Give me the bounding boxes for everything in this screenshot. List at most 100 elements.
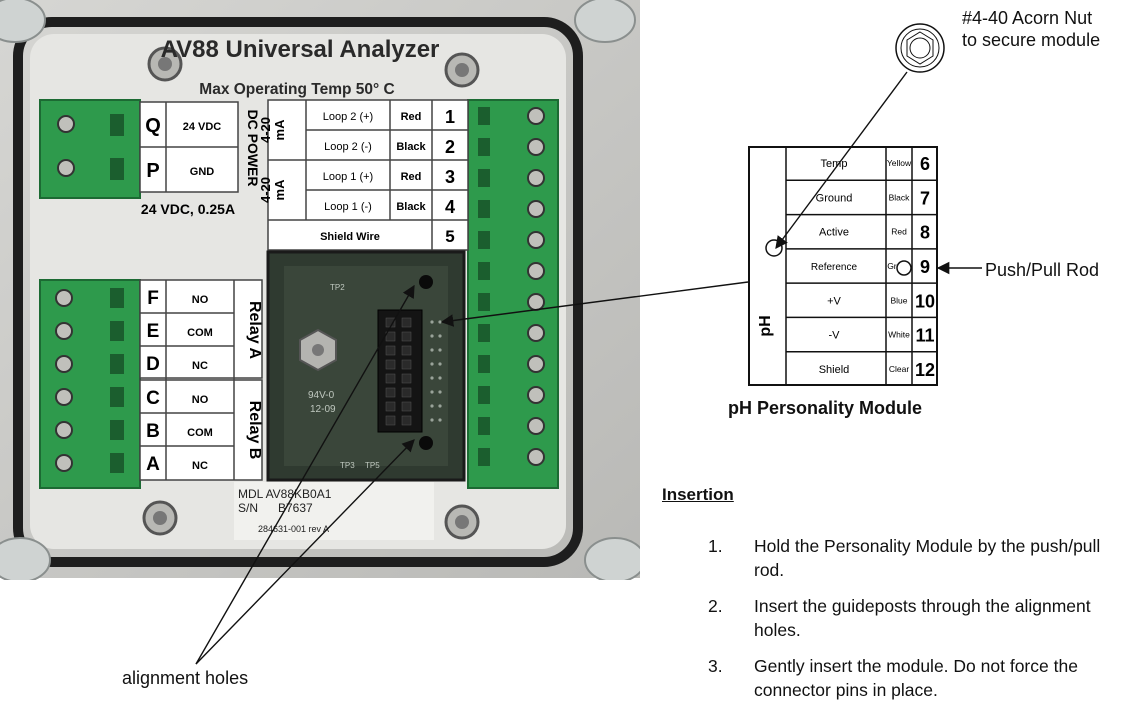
relay-terminal-letter: C — [146, 388, 160, 409]
module-row-number: 6 — [920, 154, 930, 174]
alignment-holes-callout: alignment holes — [122, 668, 249, 688]
relay-terminal-text: COM — [187, 327, 213, 339]
terminal-clamp — [478, 448, 490, 466]
model-line-3: 284631-001 rev A — [258, 524, 329, 534]
board-text-tp5: TP5 — [365, 461, 380, 470]
model-line-2: S/N B7637 — [238, 501, 313, 515]
insertion-step: 3. Gently insert the module. Do not forc… — [708, 654, 1128, 702]
step-text: Insert the guideposts through the alignm… — [754, 596, 1091, 640]
terminal-clamp — [110, 354, 124, 374]
board-via — [438, 376, 442, 380]
terminal-block-relays — [39, 279, 141, 489]
module-row-number: 12 — [915, 360, 935, 380]
terminal-screw — [527, 231, 545, 249]
terminal-clamp — [478, 293, 490, 311]
terminal-screw — [527, 386, 545, 404]
terminal-screw — [527, 448, 545, 466]
connector-pin — [401, 401, 412, 412]
power-table: Q 24 VDC P GND DC POWER 24 VDC, 0.25A — [139, 101, 261, 217]
power-spec: 24 VDC, 0.25A — [141, 201, 235, 217]
push-pull-callout: Push/Pull Rod — [985, 260, 1100, 280]
power-text-gnd: GND — [190, 166, 215, 178]
insertion-steps: 1. Hold the Personality Module by the pu… — [708, 534, 1128, 714]
relay-terminal-text: COM — [187, 427, 213, 439]
model-label: MDL AV88KB0A1 S/N B7637 284631-001 rev A — [234, 482, 434, 540]
board-via — [430, 404, 434, 408]
module-ph-label: pH — [757, 315, 774, 336]
board-text-94v0: 94V-0 — [308, 390, 335, 401]
shield-wire-label: Shield Wire — [320, 231, 380, 243]
module-row-number: 11 — [915, 326, 934, 346]
terminal-clamp — [478, 417, 490, 435]
module-row-color: Clear — [889, 364, 909, 374]
connector-pin — [385, 387, 396, 398]
module-row-name: Reference — [811, 262, 858, 273]
relay-terminal-text: NO — [192, 294, 209, 306]
corner-bumpers — [0, 0, 640, 580]
corner-screws — [142, 46, 480, 540]
module-row-color: Red — [891, 227, 907, 237]
module-row-name: +V — [827, 295, 841, 307]
module-row-color: Blue — [890, 295, 907, 305]
module-caption: pH Personality Module — [728, 398, 923, 418]
connector-pin — [401, 345, 412, 356]
terminal-screw — [55, 322, 73, 340]
terminal-clamp — [478, 107, 490, 125]
ma-label-top-2: mA — [272, 119, 287, 141]
insertion-step: 1. Hold the Personality Module by the pu… — [708, 534, 1128, 582]
terminal-screw — [55, 454, 73, 472]
board-via — [438, 320, 442, 324]
terminal-clamp — [478, 324, 490, 342]
terminal-clamp — [110, 387, 124, 407]
module-row-name: Shield — [819, 364, 850, 376]
connector-pin — [385, 331, 396, 342]
acorn-callout-line-1: #4-40 Acorn Nut — [962, 8, 1093, 28]
board-via — [438, 390, 442, 394]
terminal-screw — [527, 169, 545, 187]
connector-pin — [401, 359, 412, 370]
board-via — [430, 376, 434, 380]
connector-pin — [401, 317, 412, 328]
acorn-nut-callout: #4-40 Acorn Nut to secure module — [962, 7, 1100, 51]
board-via — [438, 404, 442, 408]
relay-terminal-text: NC — [192, 460, 208, 472]
terminal-clamp — [478, 386, 490, 404]
relay-terminal-text: NO — [192, 394, 209, 406]
terminal-screw — [55, 289, 73, 307]
board-via — [438, 348, 442, 352]
connector-pin — [385, 401, 396, 412]
connector-pin — [401, 387, 412, 398]
relay-terminal-letter: A — [146, 454, 160, 475]
terminal-clamp — [478, 231, 490, 249]
loop-row-name: Loop 1 (-) — [324, 201, 372, 213]
loop-row-name: Loop 1 (+) — [323, 171, 373, 183]
terminal-screw — [527, 138, 545, 156]
terminal-clamp — [110, 453, 124, 473]
terminal-clamp — [110, 420, 124, 440]
step-number: 1. — [708, 536, 723, 556]
module-row-name: Active — [819, 227, 849, 239]
connector-pin — [385, 373, 396, 384]
step-number: 3. — [708, 656, 723, 676]
ma-label-bottom-1: 4-20 — [258, 177, 273, 203]
insertion-heading: Insertion — [662, 485, 734, 504]
board-via — [430, 334, 434, 338]
loop-row-color: Black — [396, 201, 426, 213]
module-row-number: 8 — [920, 223, 930, 243]
insertion-step: 2. Insert the guideposts through the ali… — [708, 594, 1128, 642]
loop-row-color: Red — [401, 111, 422, 123]
module-row-number: 7 — [920, 188, 930, 208]
loop-row-name: Loop 2 (-) — [324, 141, 372, 153]
board-via — [430, 348, 434, 352]
loop-row-number: 4 — [445, 197, 455, 217]
module-row-color: Yellow — [887, 158, 912, 168]
ma-label-bottom-2: mA — [272, 179, 287, 201]
module-row-name: Ground — [816, 192, 853, 204]
step-text: Gently insert the module. Do not force t… — [754, 656, 1078, 700]
loop-row-number: 2 — [445, 137, 455, 157]
terminal-screw — [55, 355, 73, 373]
board-via — [430, 320, 434, 324]
circuit-board: TP2 TP3 TP5 94V-0 12-09 — [266, 250, 466, 482]
